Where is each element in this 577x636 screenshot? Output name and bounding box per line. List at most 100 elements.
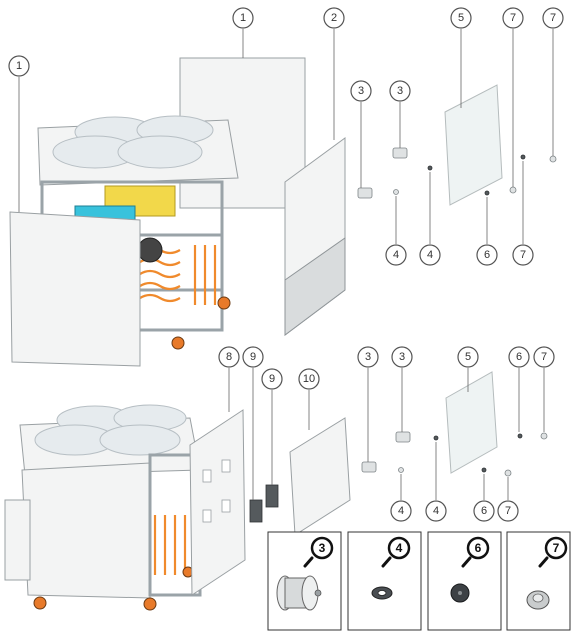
caster-wheel <box>217 296 231 310</box>
callout-7c: 7 <box>512 244 534 266</box>
callout-7d: 7 <box>533 346 555 368</box>
svg-text:2: 2 <box>331 12 337 24</box>
svg-text:1: 1 <box>16 60 22 72</box>
callout-1b: 1 <box>8 55 30 77</box>
roller-axle <box>314 589 322 597</box>
dome <box>117 135 203 169</box>
zoom-box-6: 6 <box>427 531 502 631</box>
svg-text:9: 9 <box>250 351 256 363</box>
caster-wheel <box>33 596 47 610</box>
svg-text:4: 4 <box>393 249 399 261</box>
orange-tubes <box>193 245 217 305</box>
top-machine-assembly <box>9 57 346 367</box>
cap-part <box>520 154 526 160</box>
svg-text:4: 4 <box>427 249 433 261</box>
roller-part <box>392 147 408 159</box>
svg-text:8: 8 <box>226 351 232 363</box>
svg-text:3: 3 <box>358 85 364 97</box>
caster-wheel <box>143 597 157 611</box>
svg-text:4: 4 <box>396 541 403 555</box>
orange-tubes <box>153 515 187 575</box>
callout-5b: 5 <box>457 346 479 368</box>
callout-6c: 6 <box>473 500 495 522</box>
svg-text:3: 3 <box>399 351 405 363</box>
perforated-panel <box>189 409 246 596</box>
svg-text:7: 7 <box>510 12 516 24</box>
callout-6a: 6 <box>476 244 498 266</box>
cap-part <box>549 155 557 163</box>
callout-4b: 4 <box>419 244 441 266</box>
callout-3a: 3 <box>350 80 372 102</box>
zoom-box-4: 4 <box>347 531 422 631</box>
washer-hole <box>377 590 387 596</box>
washer-part <box>433 435 439 441</box>
callout-10: 10 <box>298 368 320 390</box>
svg-text:5: 5 <box>465 351 471 363</box>
callout-2: 2 <box>323 7 345 29</box>
callout-3b: 3 <box>389 80 411 102</box>
yellow-tank <box>104 185 176 217</box>
washer-part <box>398 467 404 473</box>
svg-text:6: 6 <box>475 541 482 555</box>
washer-part <box>427 165 433 171</box>
cover-panel <box>289 417 351 536</box>
svg-text:6: 6 <box>484 249 490 261</box>
callout-7b: 7 <box>542 7 564 29</box>
cap-part <box>517 433 523 439</box>
bottom-machine-assembly <box>4 404 351 611</box>
disc-part <box>481 467 487 473</box>
callout-4d: 4 <box>425 500 447 522</box>
panel-cutout <box>202 509 212 523</box>
callout-9a: 9 <box>242 346 264 368</box>
svg-text:3: 3 <box>319 541 326 555</box>
svg-text:6: 6 <box>481 505 487 517</box>
svg-text:7: 7 <box>520 249 526 261</box>
glass-panel <box>444 84 503 206</box>
callout-7e: 7 <box>497 500 519 522</box>
svg-text:7: 7 <box>550 12 556 24</box>
svg-text:1: 1 <box>240 12 246 24</box>
svg-text:9: 9 <box>269 373 275 385</box>
caster-wheel <box>171 336 185 350</box>
roller-part <box>357 187 373 199</box>
callout-8: 8 <box>218 346 240 368</box>
callout-6b: 6 <box>508 346 530 368</box>
svg-text:7: 7 <box>541 351 547 363</box>
svg-text:7: 7 <box>505 505 511 517</box>
top-small-parts <box>357 84 557 206</box>
callout-4a: 4 <box>385 244 407 266</box>
panel-cutout <box>202 469 212 483</box>
callout-3d: 3 <box>391 346 413 368</box>
panel-cutout <box>221 459 231 473</box>
front-panel <box>9 211 141 367</box>
dome <box>99 424 181 456</box>
leader-lines <box>18 29 554 500</box>
glass-panel <box>445 371 498 474</box>
svg-text:6: 6 <box>516 351 522 363</box>
motor <box>137 237 163 263</box>
roller-part <box>361 461 377 473</box>
disc-center <box>458 591 462 595</box>
callout-9b: 9 <box>261 368 283 390</box>
bracket-part <box>249 499 263 523</box>
callout-7a: 7 <box>502 7 524 29</box>
bracket-part <box>265 484 279 508</box>
cap-part <box>504 469 512 477</box>
svg-text:7: 7 <box>553 541 560 555</box>
callout-4c: 4 <box>390 500 412 522</box>
side-panel-lower <box>284 237 346 336</box>
panel-cutout <box>221 499 231 513</box>
zoom-box-7: 7 <box>506 531 571 631</box>
callout-3c: 3 <box>357 346 379 368</box>
svg-text:3: 3 <box>365 351 371 363</box>
callout-1a: 1 <box>232 7 254 29</box>
svg-text:4: 4 <box>433 505 439 517</box>
roller-part <box>395 431 411 443</box>
svg-text:10: 10 <box>303 373 315 385</box>
disc-part <box>484 190 490 196</box>
cap-part <box>509 186 517 194</box>
callout-5a: 5 <box>450 7 472 29</box>
svg-text:5: 5 <box>458 12 464 24</box>
washer-part <box>393 189 399 195</box>
